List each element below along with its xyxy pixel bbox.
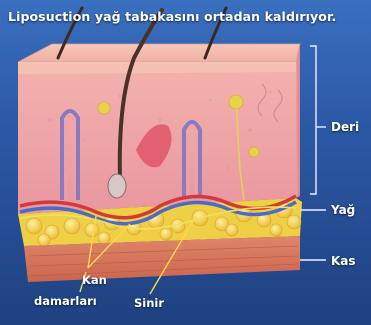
right-side-face: [296, 44, 300, 198]
label-skin: Deri: [331, 120, 359, 134]
skin-bracket: [310, 46, 316, 194]
label-fat: Yağ: [331, 203, 355, 217]
label-blood-word: Kan: [82, 273, 107, 287]
hair-follicle-bulb: [108, 174, 126, 198]
label-muscle: Kas: [331, 254, 356, 268]
label-nerve: Sinir: [134, 296, 164, 310]
label-vessels-word: damarları: [34, 294, 97, 308]
diagram-title: Liposuction yağ tabakasını ortadan kaldı…: [8, 9, 336, 24]
